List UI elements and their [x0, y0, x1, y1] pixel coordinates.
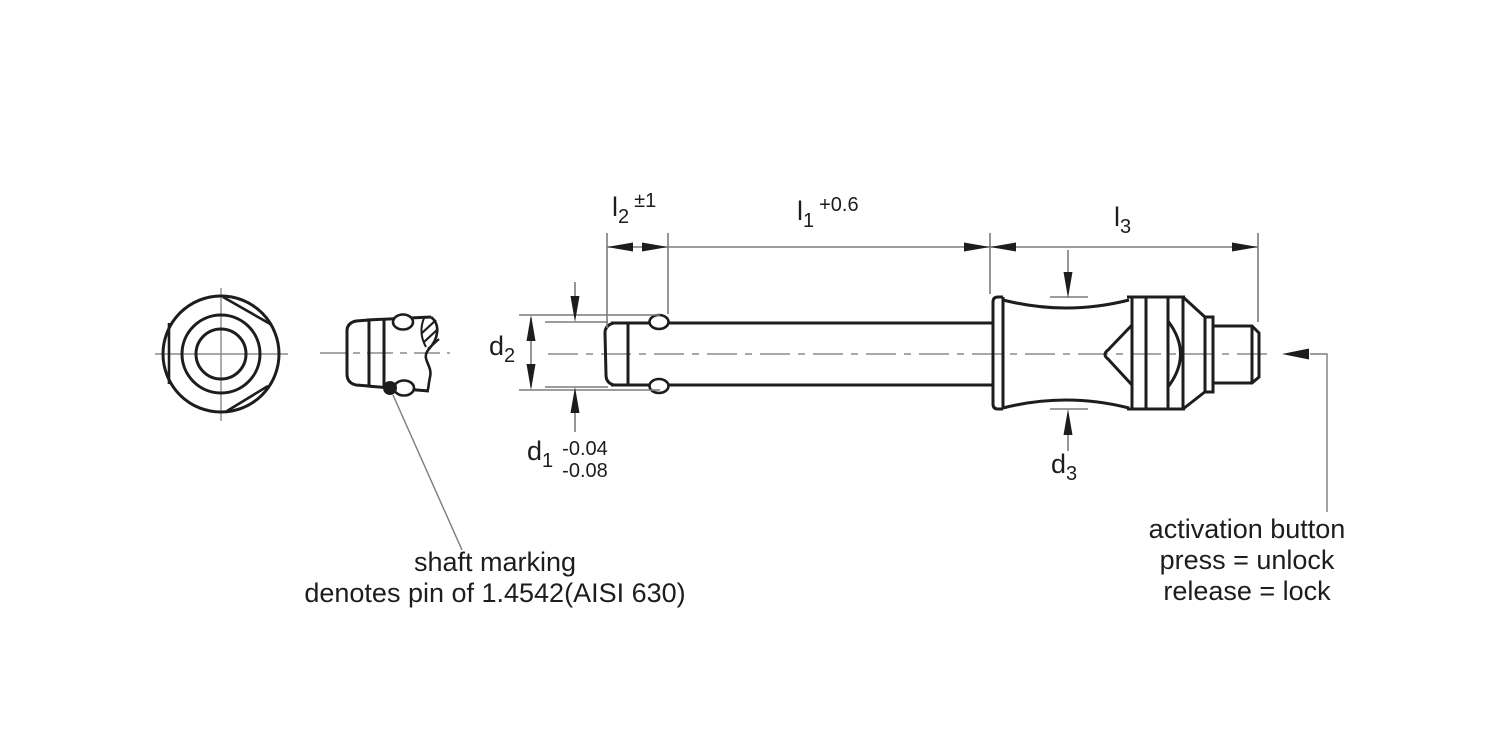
- tolerance-upper: -0.04: [562, 438, 608, 460]
- front-view-flat-top: [222, 295, 273, 327]
- button-collar: [1203, 315, 1215, 394]
- grip-concave-top: [1002, 298, 1130, 310]
- front-view-inner-circle: [194, 327, 248, 381]
- leader-lines: [392, 348, 1328, 551]
- note-shaft-marking: shaft marking denotes pin of 1.4542(AISI…: [280, 547, 710, 609]
- dim-label-l1: l1+0.6: [797, 194, 859, 231]
- note-line: activation button: [1148, 514, 1346, 544]
- arrow-left-icon: [1282, 348, 1309, 360]
- front-view-flat-bottom: [226, 384, 269, 413]
- arrow-up-icon: [570, 387, 580, 413]
- dim-tolerance-stack: -0.04-0.08: [562, 438, 608, 482]
- grip-flange-outline: [991, 295, 1003, 411]
- dim-subscript: 3: [1066, 463, 1078, 485]
- shaft-marking-dot: [383, 381, 397, 395]
- dim-subscript: 1: [542, 450, 554, 472]
- dim-tolerance: +0.6: [819, 194, 859, 216]
- dim-l3-arrows: [990, 242, 1258, 252]
- grip-taper-top: [1181, 295, 1208, 320]
- arrow-right-icon: [642, 242, 668, 252]
- note-line: press = unlock: [1159, 545, 1335, 575]
- dim-d1: [545, 282, 608, 432]
- dimension-system: [519, 233, 1259, 451]
- pin-tip-outline: [603, 321, 628, 387]
- dim-symbol: d: [1051, 449, 1067, 479]
- dim-d2: [519, 314, 660, 391]
- dim-label-d2: d2: [489, 331, 515, 366]
- activation-button-leader: [1310, 353, 1328, 512]
- dim-l2-arrows: [607, 242, 668, 252]
- tip-detail-break-inner: [420, 317, 427, 348]
- grip-internal-chevron: [1103, 323, 1134, 387]
- main-side-view: [548, 295, 1272, 411]
- dim-subscript: 2: [618, 206, 630, 228]
- note-line: release = lock: [1163, 576, 1331, 606]
- grip-taper-bottom: [1182, 389, 1207, 411]
- lock-ball-top: [648, 313, 670, 331]
- dim-subscript: 3: [1120, 216, 1132, 238]
- dim-symbol: d: [489, 331, 505, 361]
- arrow-up-icon: [526, 315, 536, 341]
- dim-subscript: 1: [803, 210, 815, 232]
- arrow-right-icon: [1232, 242, 1258, 252]
- activation-button-outline: [1213, 324, 1261, 385]
- tolerance-lower: -0.08: [562, 460, 608, 482]
- dim-subscript: 2: [504, 345, 516, 367]
- dim-label-d3: d3: [1051, 449, 1077, 484]
- lock-ball-bottom: [648, 377, 670, 395]
- note-activation-button: activation button press = unlock release…: [1089, 514, 1405, 607]
- note-line: denotes pin of 1.4542(AISI 630): [304, 578, 686, 608]
- front-view-outer-circle: [161, 294, 281, 414]
- front-view-middle-circle: [180, 313, 262, 395]
- grip-concave-bottom: [1002, 398, 1130, 410]
- dim-label-l3: l3: [1114, 202, 1131, 237]
- dim-label-d1: d1 -0.04-0.08: [527, 436, 608, 482]
- tip-detail-view: [320, 313, 450, 397]
- dim-symbol: l: [797, 196, 803, 226]
- arrow-up-icon: [1063, 409, 1073, 435]
- tip-detail-ball-top: [391, 313, 415, 331]
- grip-internal-dome: [1166, 320, 1182, 388]
- dim-symbol: d: [527, 436, 543, 466]
- dim-label-l2: l2±1: [612, 190, 657, 227]
- note-line: shaft marking: [413, 547, 577, 577]
- arrow-left-icon: [990, 242, 1016, 252]
- tip-detail-nose-outline: [345, 318, 370, 388]
- dim-d3: [1050, 250, 1088, 451]
- arrow-down-icon: [570, 296, 580, 322]
- tip-detail-break-line: [424, 315, 439, 392]
- dim-symbol: l: [1114, 202, 1120, 232]
- dim-l1-arrow-right-icon: [964, 242, 990, 252]
- arrow-down-icon: [526, 364, 536, 390]
- dim-tolerance: ±1: [634, 190, 657, 212]
- arrow-down-icon: [1063, 272, 1073, 298]
- dim-symbol: l: [612, 192, 618, 222]
- tip-detail-hatching: [421, 319, 440, 350]
- shaft-marking-leader: [392, 394, 463, 551]
- front-view: [155, 288, 288, 421]
- arrow-left-icon: [607, 242, 633, 252]
